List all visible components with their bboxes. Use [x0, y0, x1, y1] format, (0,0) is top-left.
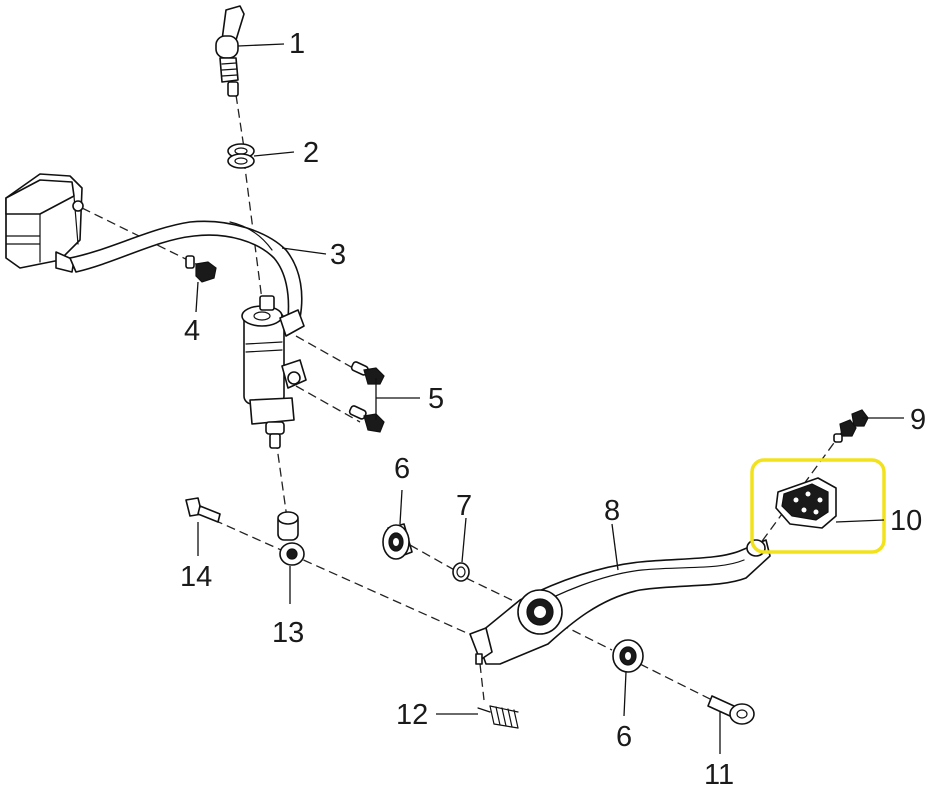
part-1-hose-fitting [215, 5, 245, 97]
part-8-brake-pedal [469, 539, 771, 665]
callout-6-lower: 6 [616, 721, 632, 753]
part-7-ring [452, 562, 470, 582]
callout-9: 9 [910, 404, 926, 436]
callout-11: 11 [704, 759, 734, 787]
part-9-bolts [833, 409, 869, 443]
callout-1: 1 [289, 28, 305, 60]
callout-10: 10 [890, 505, 922, 537]
master-cylinder [241, 295, 307, 449]
part-6-bearing-upper [382, 523, 413, 560]
callout-4: 4 [184, 315, 200, 347]
leader-lines [195, 43, 904, 754]
part-13-clevis [277, 511, 305, 566]
callout-8: 8 [604, 495, 620, 527]
brake-fluid-reservoir [5, 173, 84, 273]
part-4-bolt [185, 255, 217, 283]
part-6-bearing-lower [612, 639, 644, 673]
part-12-spring [477, 705, 519, 729]
part-5-bolts [348, 361, 385, 433]
part-2-washers [227, 143, 255, 169]
highlight-box [750, 458, 886, 554]
assembly-axis-lines [81, 94, 843, 703]
callout-3: 3 [330, 239, 346, 271]
callout-5: 5 [428, 383, 444, 415]
callout-7: 7 [456, 490, 472, 522]
part-14-pin-bolt [185, 497, 221, 523]
callout-labels: 1 2 3 4 5 6 7 8 9 10 11 6 12 13 14 [180, 28, 926, 787]
callout-12: 12 [396, 699, 428, 731]
part-11-pivot-bolt [707, 695, 755, 725]
callout-2: 2 [303, 137, 319, 169]
callout-14: 14 [180, 561, 212, 593]
callout-13: 13 [272, 617, 304, 649]
callout-6-upper: 6 [394, 453, 410, 485]
part-10-pedal-tip [775, 477, 837, 529]
